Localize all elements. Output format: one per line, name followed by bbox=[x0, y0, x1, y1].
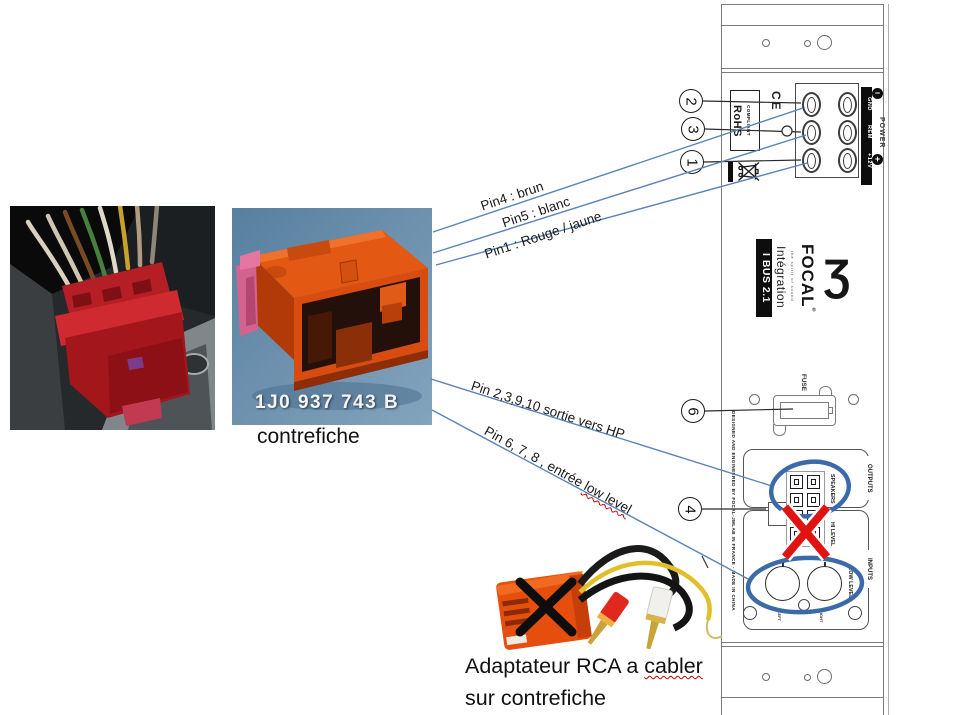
rca-plug-red bbox=[587, 591, 629, 645]
focal-wave-icon: Ʒ bbox=[823, 251, 851, 300]
rca-input-right bbox=[807, 566, 842, 601]
callout-2: 2 bbox=[679, 89, 703, 113]
rem-label: REM bbox=[866, 125, 872, 139]
terminal-rem bbox=[802, 120, 821, 145]
counterpart-connector-photo bbox=[232, 208, 432, 425]
red-connector bbox=[55, 262, 190, 426]
panel-screw-hole bbox=[762, 673, 770, 681]
adapter-caption-line2: sur contrefiche bbox=[465, 686, 607, 710]
panel-screw-hole bbox=[817, 35, 832, 50]
caption-spellcheck: cabler bbox=[644, 654, 703, 678]
power-label-strip: GND REM +12V bbox=[861, 87, 872, 185]
power-label: POWER bbox=[878, 117, 885, 149]
terminal-gnd bbox=[802, 92, 821, 117]
panel-screw-hole bbox=[804, 40, 811, 47]
fuse-nub bbox=[828, 407, 833, 414]
adapter-label bbox=[506, 634, 528, 646]
panel-outer-edge bbox=[888, 4, 890, 715]
terminal bbox=[838, 92, 857, 117]
orange-connector bbox=[236, 230, 428, 391]
power-terminal-block bbox=[795, 83, 859, 178]
purple-pin bbox=[127, 356, 144, 371]
gnd-label: GND bbox=[866, 97, 872, 111]
low-level-label: LOW LEVEL bbox=[847, 567, 853, 599]
callout-1: 1 bbox=[680, 150, 704, 174]
hi-level-label: HI LEVEL bbox=[829, 521, 835, 547]
jack-right-label: RIGHT bbox=[819, 609, 824, 623]
pin-low-prefix: Pin 6, 7, 8 , entrée bbox=[481, 423, 589, 492]
rca-adapter-photo bbox=[495, 545, 723, 650]
amplifier-panel-drawing: RoHS COMPLIANT CE GND REM +12V − + POWER… bbox=[721, 4, 885, 715]
bare-yellow-wire bbox=[706, 619, 723, 639]
panel-screw-hole bbox=[743, 606, 757, 620]
terminal bbox=[838, 120, 857, 145]
jack-left-label: LEFT bbox=[777, 611, 782, 621]
fuse-holder-tab bbox=[773, 424, 786, 436]
car-harness-photo bbox=[10, 206, 215, 430]
rohs-compliant-mark: RoHS COMPLIANT bbox=[730, 90, 760, 151]
inputs-label: INPUTS bbox=[860, 550, 872, 588]
small-hole bbox=[798, 599, 810, 611]
rca-input-left bbox=[765, 566, 800, 601]
black-cross-icon bbox=[515, 577, 577, 637]
rohs-sub-label: COMPLIANT bbox=[746, 105, 751, 136]
adapter-caption-line1: Adaptateur RCA a cabler bbox=[465, 650, 703, 682]
rohs-label: RoHS bbox=[731, 104, 743, 137]
fuse-element bbox=[780, 402, 829, 419]
brand-tagline: the spirit of sound bbox=[790, 251, 795, 302]
weee-bar-icon bbox=[728, 162, 733, 182]
callout-6: 6 bbox=[681, 399, 705, 423]
panel-screw-hole bbox=[848, 606, 862, 620]
callout-4: 4 bbox=[678, 497, 702, 521]
callout-3: 3 bbox=[681, 117, 705, 141]
weee-bin-icon bbox=[738, 162, 760, 181]
series-label: Intégration bbox=[774, 246, 788, 309]
panel-screw-hole bbox=[804, 674, 811, 681]
screw-plus-icon: + bbox=[872, 154, 883, 165]
brand-wordmark: FOCAL® bbox=[794, 238, 817, 320]
contrefiche-caption: contrefiche bbox=[257, 425, 360, 448]
fuse-screw-hole bbox=[749, 394, 760, 405]
12v-label: +12V bbox=[866, 153, 872, 169]
pin-low-spellcheck: low level bbox=[581, 478, 635, 517]
speakers-label: SPEAKERS bbox=[829, 473, 835, 504]
terminal-12v bbox=[802, 148, 821, 173]
caption-prefix: Adaptateur RCA a bbox=[465, 654, 645, 678]
adapter-caption: Adaptateur RCA a cabler sur contrefiche bbox=[465, 650, 703, 714]
brand-text: FOCAL bbox=[798, 243, 817, 308]
rca-plug-white bbox=[645, 586, 673, 650]
outputs-label: OUTPUTS bbox=[860, 456, 872, 500]
fuse-screw-hole bbox=[848, 394, 859, 405]
registered-mark: ® bbox=[811, 307, 817, 315]
part-number: 1J0 937 743 B bbox=[255, 392, 400, 413]
ce-mark: CE bbox=[769, 91, 783, 112]
terminal bbox=[838, 148, 857, 173]
model-badge: I BUS 2.1 bbox=[756, 239, 772, 317]
panel-screw-hole bbox=[762, 39, 770, 47]
fuse-label: FUSE bbox=[800, 374, 807, 392]
panel-screw-hole bbox=[817, 669, 832, 684]
harness-wires bbox=[25, 206, 160, 291]
screw-minus-icon: − bbox=[872, 88, 883, 99]
